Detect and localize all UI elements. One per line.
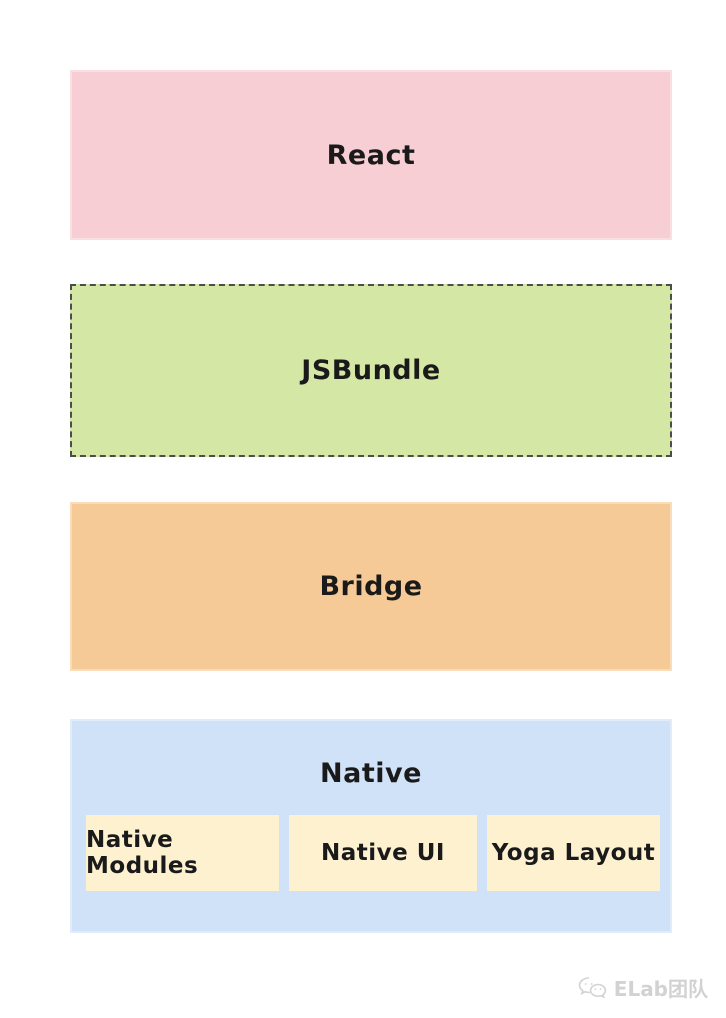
layer-native-label: Native xyxy=(320,757,422,789)
wechat-icon xyxy=(577,975,607,1001)
yoga-layout-label: Yoga Layout xyxy=(491,840,656,866)
layer-jsbundle-label: JSBundle xyxy=(301,355,441,386)
layer-react: React xyxy=(70,70,672,240)
native-modules-label: Native Modules xyxy=(86,827,199,879)
native-child-native-modules: Native Modules xyxy=(86,815,279,891)
layer-native: Native Native Modules Native UI Yoga Lay… xyxy=(70,719,672,933)
native-ui-label: Native UI xyxy=(321,840,445,866)
watermark: ELab团队 xyxy=(577,973,708,1002)
layer-react-label: React xyxy=(326,139,416,171)
layer-jsbundle: JSBundle xyxy=(70,284,672,457)
watermark-label: ELab团队 xyxy=(613,977,708,1001)
native-child-native-ui: Native UI xyxy=(289,815,477,891)
layer-bridge: Bridge xyxy=(70,502,672,671)
native-child-yoga-layout: Yoga Layout xyxy=(487,815,660,891)
layer-native-title: Native xyxy=(320,751,422,795)
native-children-row: Native Modules Native UI Yoga Layout xyxy=(72,815,670,891)
layer-bridge-label: Bridge xyxy=(319,571,423,602)
